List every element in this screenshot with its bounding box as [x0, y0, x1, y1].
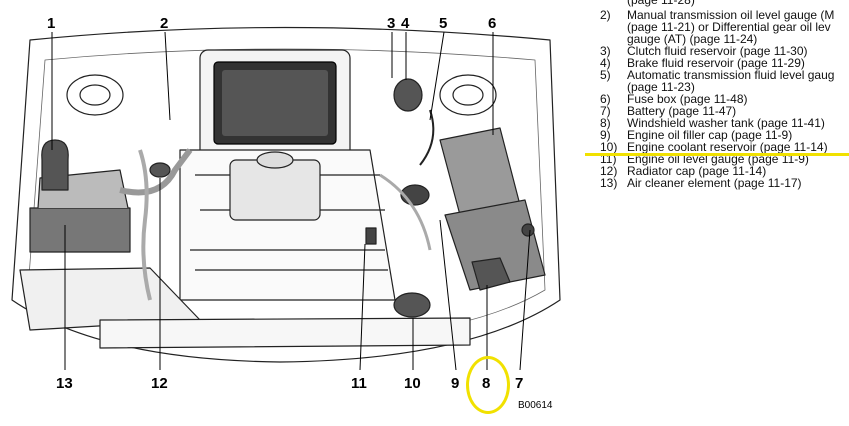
legend-item: 9) Engine oil filler cap (page 11-9) — [600, 129, 849, 142]
legend-item-text: Windshield washer tank (page 11-41) — [627, 116, 825, 130]
leader-11 — [359, 243, 366, 371]
leader-5 — [429, 31, 445, 121]
callout-12: 12 — [151, 375, 168, 392]
legend-item: 8) Windshield washer tank (page 11-41) — [600, 117, 849, 130]
legend-item: 4) Brake fluid reservoir (page 11-29) — [600, 57, 849, 70]
legend-item: 10) Engine coolant reservoir (page 11-14) — [600, 141, 849, 154]
legend-item-text: Battery (page 11-47) — [627, 104, 737, 118]
right-strut-tower — [439, 74, 497, 116]
leader-9 — [439, 219, 457, 371]
legend-top-fragment: (page 11-28) — [627, 0, 695, 7]
callout-3: 3 — [387, 15, 396, 32]
legend-item: 7) Battery (page 11-47) — [600, 105, 849, 118]
legend-item-text: Automatic transmission fluid level gaug — [627, 68, 835, 82]
legend-item-number: 5) — [600, 68, 611, 82]
brake-reservoir — [393, 78, 423, 112]
leader-7 — [519, 229, 531, 371]
highlight-underline — [585, 153, 849, 156]
legend-item-number: 7) — [600, 104, 611, 118]
legend-item-text: Fuse box (page 11-48) — [627, 92, 748, 106]
callout-4: 4 — [401, 15, 410, 32]
legend-item-number: 4) — [600, 56, 611, 70]
callout-11: 11 — [351, 375, 367, 392]
oil-level-gauge — [365, 227, 377, 245]
legend-item: 6) Fuse box (page 11-48) — [600, 93, 849, 106]
legend-item-number: 12) — [600, 164, 618, 178]
callout-6: 6 — [488, 15, 497, 32]
legend-item-number: 6) — [600, 92, 611, 106]
legend-item: (page 11-23) — [600, 81, 849, 94]
legend-item: 13) Air cleaner element (page 11-17) — [600, 177, 849, 190]
highlight-circle — [466, 356, 510, 414]
engine-bay-diagram — [11, 26, 561, 371]
callout-1: 1 — [47, 15, 56, 32]
leader-2 — [164, 31, 171, 121]
washer-tank-cap — [471, 257, 511, 291]
callout-13: 13 — [56, 375, 73, 392]
legend-item-number: 9) — [600, 128, 611, 142]
left-reservoir — [41, 139, 69, 191]
legend-item-number: 13) — [600, 176, 618, 190]
legend-item: (page 11-21) or Differential gear oil le… — [600, 21, 849, 34]
legend-item-text: Engine coolant reservoir (page 11-14) — [627, 140, 828, 154]
legend-item: gauge (AT) (page 11-24) — [600, 33, 849, 46]
callout-9: 9 — [451, 375, 460, 392]
legend-item-number: 10) — [600, 140, 618, 154]
legend-item-text: (page 11-23) — [627, 80, 695, 94]
radiator-cap — [149, 162, 171, 178]
legend-item-number: 2) — [600, 8, 611, 22]
legend-item-number: 3) — [600, 44, 611, 58]
legend-item: 2) Manual transmission oil level gauge (M — [600, 9, 849, 22]
legend-item-text: Air cleaner element (page 11-17) — [627, 176, 802, 190]
legend-item-text: Clutch fluid reservoir (page 11-30) — [627, 44, 808, 58]
legend-item-text: Brake fluid reservoir (page 11-29) — [627, 56, 805, 70]
callout-5: 5 — [439, 15, 448, 32]
coolant-reservoir — [393, 292, 431, 318]
legend-item-text: Radiator cap (page 11-14) — [627, 164, 767, 178]
callout-7: 7 — [515, 375, 524, 392]
legend-item-text: (page 11-21) or Differential gear oil le… — [627, 20, 831, 34]
legend-item: 3) Clutch fluid reservoir (page 11-30) — [600, 45, 849, 58]
fuse-box — [439, 127, 521, 216]
air-cleaner-box — [29, 207, 131, 253]
parts-legend: (page 11-28) 2) Manual transmission oil le… — [600, 0, 849, 426]
legend-item-text: Manual transmission oil level gauge (M — [627, 8, 835, 22]
callout-2: 2 — [160, 15, 169, 32]
callout-10: 10 — [404, 375, 421, 392]
legend-item: 5) Automatic transmission fluid level gau… — [600, 69, 849, 82]
intake-duct — [119, 148, 193, 196]
legend-item: 12) Radiator cap (page 11-14) — [600, 165, 849, 178]
left-strut-tower — [66, 74, 124, 116]
battery — [444, 199, 546, 291]
front-bumper-area — [99, 317, 471, 349]
figure-code: B00614 — [518, 400, 553, 411]
legend-item-text: gauge (AT) (page 11-24) — [627, 32, 758, 46]
legend-item-text: Engine oil filler cap (page 11-9) — [627, 128, 793, 142]
legend-item-number: 8) — [600, 116, 611, 130]
